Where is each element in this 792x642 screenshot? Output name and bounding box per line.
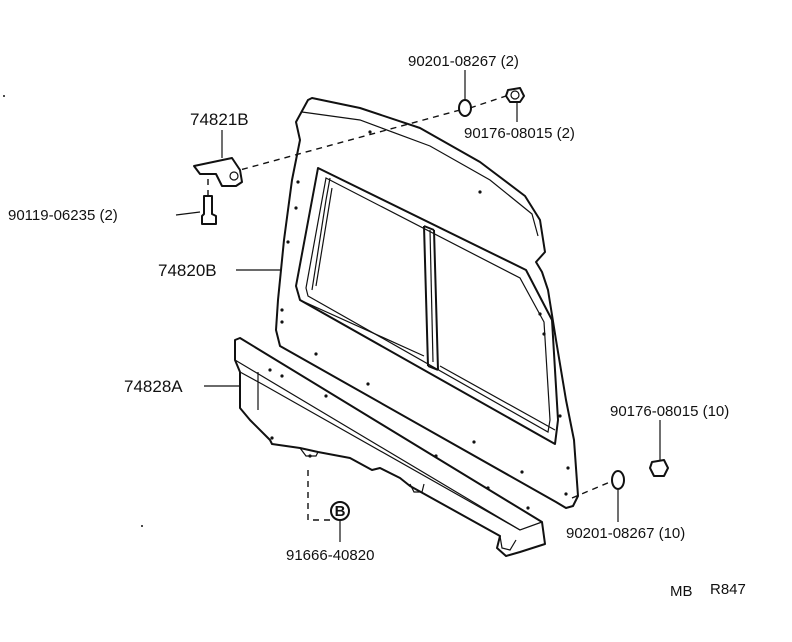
bolt-90119-06235	[201, 195, 217, 225]
back-panel-74820B	[275, 97, 579, 509]
panel-lower-frame	[299, 299, 556, 431]
stray-mark	[3, 95, 5, 97]
footer-code-a: MB	[670, 583, 693, 600]
nut-top-90201	[458, 99, 472, 117]
panel-holes	[268, 130, 570, 510]
label-washer-top: 90176-08015 (2)	[464, 125, 575, 142]
clip-marker-letter: B	[335, 503, 346, 520]
label-bracket: 74821B	[190, 110, 249, 129]
label-clip: 91666-40820	[286, 547, 374, 564]
panel-window-glass	[305, 177, 551, 433]
panel-top-rim	[301, 111, 539, 237]
strip-tab-right	[499, 535, 517, 551]
panel-center-post-detail	[429, 229, 434, 363]
label-washer-right: 90176-08015 (10)	[610, 403, 729, 420]
lower-strip-74828A	[234, 337, 546, 557]
bracket-hole	[229, 171, 239, 181]
dash-clip-assembly	[307, 470, 330, 521]
strip-fold-line	[239, 371, 521, 531]
label-nut-top: 90201-08267 (2)	[408, 53, 519, 70]
washer-top-hole	[510, 90, 520, 100]
panel-window-frame	[295, 167, 559, 445]
washer-top-90176	[505, 87, 525, 103]
nut-bottom-90201	[611, 470, 625, 490]
leader-bolt	[175, 211, 201, 216]
bracket-74821B	[193, 157, 243, 187]
stray-mark	[141, 525, 143, 527]
label-bolt: 90119-06235 (2)	[8, 207, 118, 224]
label-panel: 74820B	[158, 261, 217, 280]
dash-right-assembly	[571, 481, 611, 499]
label-nut-bottom: 90201-08267 (10)	[566, 525, 685, 542]
washer-right-90176	[649, 459, 669, 477]
strip-tab	[409, 483, 425, 493]
dash-top-assembly	[239, 95, 507, 171]
footer-code-b: R847	[710, 581, 746, 598]
label-strip: 74828A	[124, 377, 183, 396]
panel-glass-edge	[311, 177, 333, 291]
panel-center-post	[423, 225, 439, 371]
